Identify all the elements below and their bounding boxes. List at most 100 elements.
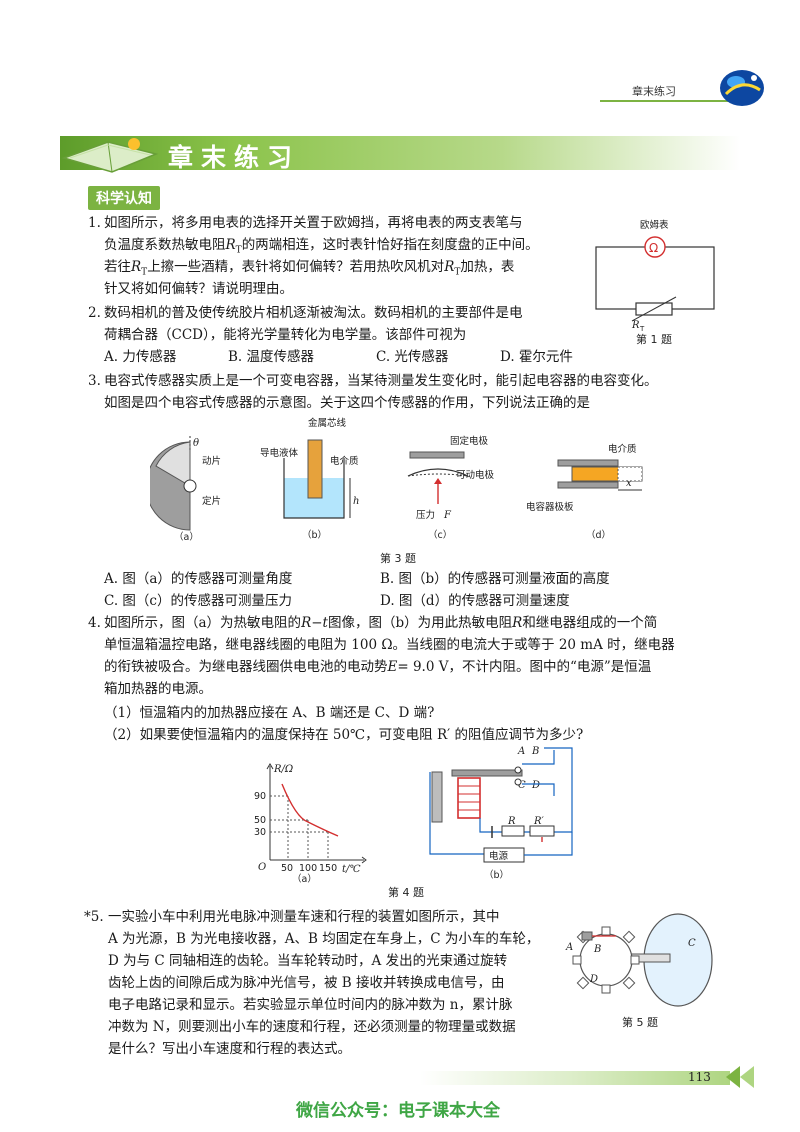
q5-caption: 第 5 题 [622,1016,658,1029]
q3d-dielectric: 电介质 [608,443,637,455]
q1-fig-rt-sub: T [639,325,645,333]
q4-line3: 的衔铁被吸合。为继电器线圈供电电池的电动势E= 9.0 V，不计内阻。图中的“电… [104,659,652,675]
q4b-caption: （b） [484,869,509,881]
q4a-ytick-50: 50 [254,815,266,826]
q3d-plates: 电容器极板 [526,501,574,513]
q5-line1: 一实验小车中利用光电脉冲测量车速和行程的装置如图所示，其中 [108,909,500,925]
q4-line2: 单恒温箱温控电路，继电器线圈的电阻为 100 Ω。当线圈的电流大于或等于 20 … [104,637,675,653]
q3-caption: 第 3 题 [380,552,416,565]
q3c-f: F [443,510,452,521]
page-number-bar [420,1071,730,1085]
q4b-a: A [517,746,525,757]
q3d-x: x [626,478,632,489]
q4b-r: R [507,816,516,827]
book-logo-icon [61,138,159,173]
q4a-ytick-30: 30 [254,827,266,838]
header-rule [600,100,730,102]
q3c-pressure: 压力 [416,509,435,521]
q4a-xlabel: t/℃ [342,864,361,875]
q3a-fixed: 定片 [202,495,221,507]
q4a-xtick-50: 50 [281,863,293,874]
header-label: 章末练习 [632,85,676,98]
q3-line2: 如图是四个电容式传感器的示意图。关于这四个传感器的作用，下列说法正确的是 [104,395,590,411]
q3-line1: 电容式传感器实质上是一个可变电容器，当某待测量发生变化时，能引起电容器的电容变化… [104,373,658,389]
q3-option-c: C. 图（c）的传感器可测量压力 [104,593,292,609]
footer-text: 微信公众号：电子课本大全 [296,1101,500,1121]
q3-figure-c: 固定电极 可动电极 压力 F （c） [407,435,495,541]
q5-line6: 冲数为 N，则要测出小车的速度和行程，还必须测量的物理量或数据 [108,1019,516,1035]
q5-fig-a: A [565,942,573,953]
q4-sub1: （1）恒温箱内的加热器应接在 A、B 端还是 C、D 端? [104,705,435,721]
q2-line2: 荷耦合器（CCD），能将光学量转化为电学量。该部件可视为 [104,327,467,343]
q4-line4: 箱加热器的电源。 [104,681,212,697]
q4a-xtick-150: 150 [319,863,337,874]
q3d-caption: （d） [586,529,611,541]
q1-line4: 针又将如何偏转？请说明理由。 [104,281,293,297]
q3-figure-d: 电介质 x 电容器极板 （d） [526,443,643,541]
q1-fig-omega: Ω [649,241,658,255]
q1-line2: 负温度系数热敏电阻RT的两端相连，这时表针恰好指在刻度盘的正中间。 [104,237,539,256]
page-arrow-icon [726,1066,754,1088]
q4-number: 4. [88,615,101,631]
q2-option-d: D. 霍尔元件 [500,349,573,365]
q4-figure-b: A B C D R R′ 电源 （b） [429,746,573,881]
q4a-ytick-90: 90 [254,791,266,802]
q4b-source: 电源 [489,850,509,862]
q4a-caption: （a） [292,873,317,884]
q3-option-b: B. 图（b）的传感器可测量液面的高度 [380,571,610,587]
q3a-moving: 动片 [202,455,221,467]
q4b-b: B [531,746,539,757]
q4-figure-a: R/Ω t/℃ O 90 50 30 50 100 150 （a） [254,763,367,884]
q3-option-d: D. 图（d）的传感器可测量速度 [380,593,570,609]
page-number: 113 [688,1070,711,1084]
q3b-h: h [353,496,359,507]
q1-caption: 第 1 题 [636,333,672,346]
q5-fig-d: D [589,974,598,985]
q3b-core: 金属芯线 [308,417,347,429]
q4-line1: 如图所示，图（a）为热敏电阻的R−t图像，图（b）为用此热敏电阻R和继电器组成的… [104,615,658,631]
q3-option-a: A. 图（a）的传感器可测量角度 [104,571,293,587]
chapter-globe-icon [720,70,764,106]
banner-title: 章末练习 [168,143,301,172]
q1-line3: 若往RT上擦一些酒精，表针将如何偏转？若用热吹风机对RT加热，表 [104,259,515,278]
q4a-xtick-100: 100 [299,863,317,874]
q5-line5: 电子电路记录和显示。若实验显示单位时间内的脉冲数为 n，累计脉 [108,997,513,1013]
q4b-c: C [518,780,526,791]
chapter-banner [60,136,740,170]
q2-option-b: B. 温度传感器 [228,349,315,365]
q3-figure-b: 金属芯线 导电液体 电介质 h （b） [260,417,359,541]
q1-fig-rt: R [631,320,640,331]
q5-line7: 是什么？写出小车速度和行程的表达式。 [108,1041,351,1057]
relay-coil-icon [457,777,481,819]
q3c-movable: 可动电极 [456,469,495,481]
q3b-caption: （b） [302,529,327,541]
q1-figure: 欧姆表 Ω R T [595,219,715,333]
q5-fig-c: C [688,938,696,949]
q4a-ylabel: R/Ω [273,764,293,775]
q4-sub2: （2）如果要使恒温箱内的温度保持在 50℃，可变电阻 R′ 的阻值应调节为多少? [104,727,584,743]
q4a-origin: O [258,862,266,873]
q3a-theta: θ [193,438,199,449]
q2-line1: 数码相机的普及使传统胶片相机逐渐被淘汰。数码相机的主要部件是电 [104,305,523,321]
q1-line1: 如图所示，将多用电表的选择开关置于欧姆挡，再将电表的两支表笔与 [104,215,523,231]
q3c-caption: （c） [428,529,452,541]
ohmmeter-icon [644,236,666,258]
q3-figure-a: θ 动片 定片 （a） [150,436,221,542]
q2-option-c: C. 光传感器 [376,349,449,365]
q5-fig-b: B [593,944,601,955]
q3b-liquid: 导电液体 [260,447,299,459]
section-title: 科学认知 [88,186,160,210]
q5-figure: A B C D [565,913,713,1007]
q4b-rp: R′ [533,816,545,827]
q2-option-a: A. 力传感器 [104,349,177,365]
q3a-caption: （a） [174,531,199,542]
q5-line2: A 为光源，B 为光电接收器，A、B 均固定在车身上，C 为小车的车轮， [108,931,540,947]
q4a-curve [281,783,339,837]
q5-line4: 齿轮上齿的间隙后成为脉冲光信号，被 B 接收并转换成电信号，由 [108,975,505,991]
q4b-d: D [531,780,540,791]
q1-fig-meter-label: 欧姆表 [640,219,669,231]
q3c-fixed: 固定电极 [450,435,489,447]
q5-number: *5. [84,909,104,925]
q2-number: 2. [88,305,101,321]
q3-number: 3. [88,373,101,389]
